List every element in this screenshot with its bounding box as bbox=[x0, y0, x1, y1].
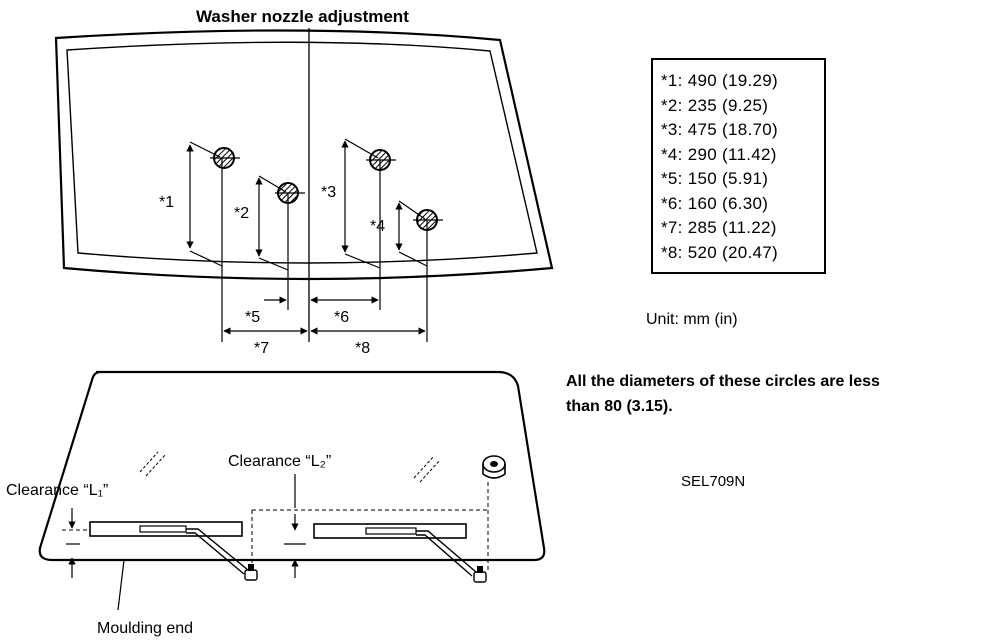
note-line-1: All the diameters of these circles are l… bbox=[566, 373, 880, 390]
spec-row: *3: 475 (18.70) bbox=[661, 120, 778, 139]
spec-row: *6: 160 (6.30) bbox=[661, 193, 769, 213]
spec-key: *8 bbox=[661, 242, 678, 262]
spec-key: *6 bbox=[661, 193, 678, 213]
moulding-end-label: Moulding end bbox=[97, 620, 193, 637]
spec-value: 150 (5.91) bbox=[687, 169, 769, 188]
spec-row: *8: 520 (20.47) bbox=[661, 242, 778, 262]
spec-key: *1 bbox=[661, 71, 678, 90]
windshield-front-view bbox=[38, 370, 546, 562]
marker-label-1: *1 bbox=[159, 194, 174, 211]
spec-table: *1: 490 (19.29) *2: 235 (9.25) *3: 475 (… bbox=[651, 58, 826, 274]
note-line-2: than 80 (3.15). bbox=[566, 398, 673, 415]
nozzle-target-circle bbox=[210, 147, 240, 169]
spec-value: 285 (11.22) bbox=[687, 218, 777, 237]
spec-row: *7: 285 (11.22) bbox=[661, 218, 777, 237]
nozzle-target-circle bbox=[275, 182, 305, 204]
clearance-l2-arrows bbox=[284, 474, 306, 578]
moulding-end-leader bbox=[117, 559, 125, 611]
drop-lines bbox=[221, 158, 428, 342]
vertical-dimensions bbox=[186, 138, 428, 271]
spec-value: 160 (6.30) bbox=[687, 193, 769, 213]
spec-value: 520 (20.47) bbox=[687, 242, 778, 262]
marker-label-7: *7 bbox=[254, 340, 269, 357]
clearance-reference bbox=[62, 482, 489, 570]
wiper-arm-left bbox=[89, 521, 258, 581]
spec-value: 290 (11.42) bbox=[687, 144, 777, 164]
wiper-arm-right bbox=[313, 523, 487, 583]
spec-key: *2 bbox=[661, 95, 678, 115]
marker-label-8: *8 bbox=[355, 340, 370, 357]
spec-key: *5 bbox=[661, 169, 678, 188]
nut-icon bbox=[482, 455, 506, 479]
spec-row: *5: 150 (5.91) bbox=[661, 169, 769, 188]
spec-row: *1: 490 (19.29) bbox=[661, 71, 778, 90]
spec-key: *4 bbox=[661, 144, 678, 164]
spec-row: *4: 290 (11.42) bbox=[661, 144, 777, 164]
marker-label-6: *6 bbox=[334, 309, 349, 326]
diagram-title: Washer nozzle adjustment bbox=[196, 7, 409, 26]
figure-code: SEL709N bbox=[681, 473, 745, 490]
marker-label-4: *4 bbox=[370, 218, 385, 235]
windshield-outline bbox=[54, 29, 554, 281]
marker-label-5: *5 bbox=[245, 309, 260, 326]
horizontal-dimensions bbox=[223, 296, 426, 335]
clearance-l2-label: Clearance “L₂” bbox=[228, 453, 331, 470]
glass-reflection bbox=[139, 451, 441, 483]
spec-row: *2: 235 (9.25) bbox=[661, 95, 769, 115]
spec-key: *3 bbox=[661, 120, 678, 139]
unit-label: Unit: mm (in) bbox=[646, 311, 738, 328]
marker-label-2: *2 bbox=[234, 205, 249, 222]
spec-value: 235 (9.25) bbox=[687, 95, 769, 115]
spec-value: 475 (18.70) bbox=[687, 120, 778, 139]
clearance-l1-label: Clearance “L₁” bbox=[6, 482, 108, 499]
nozzle-target-circle bbox=[413, 209, 443, 231]
spec-key: *7 bbox=[661, 218, 678, 237]
nozzle-target-circle bbox=[366, 149, 396, 171]
marker-label-3: *3 bbox=[321, 184, 336, 201]
clearance-l1-arrows bbox=[66, 508, 80, 578]
spec-value: 490 (19.29) bbox=[687, 71, 778, 90]
